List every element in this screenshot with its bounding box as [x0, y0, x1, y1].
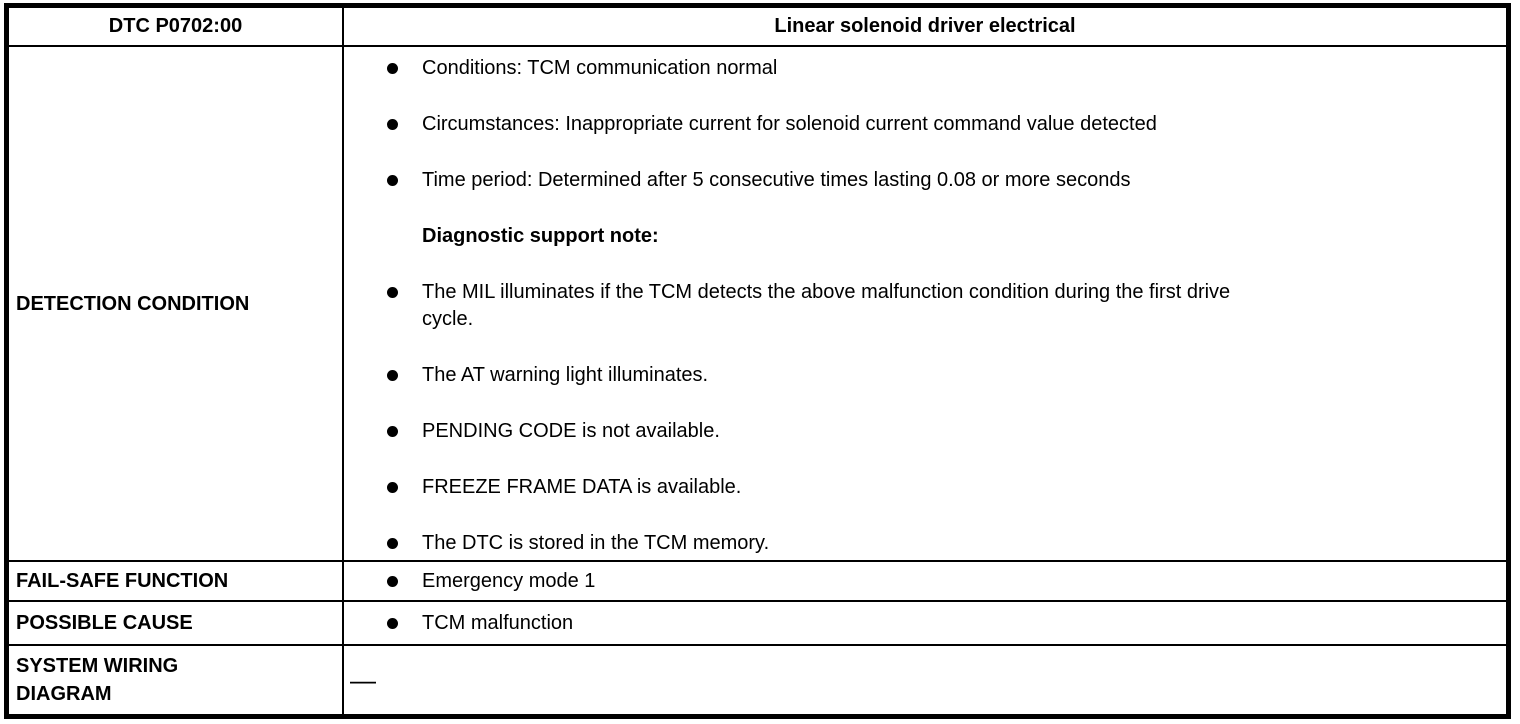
bullet-icon	[387, 426, 398, 437]
fail-safe-label: FAIL-SAFE FUNCTION	[9, 562, 344, 600]
list-item: The AT warning light illuminates.	[387, 362, 1490, 389]
list-item: Conditions: TCM communication normal	[387, 55, 1490, 82]
bullet-icon	[387, 63, 398, 74]
row-detection-condition: DETECTION CONDITION Conditions: TCM comm…	[9, 45, 1506, 560]
list-item: The DTC is stored in the TCM memory.	[387, 530, 1490, 557]
possible-cause-label: POSSIBLE CAUSE	[9, 602, 344, 644]
bullet-icon	[387, 538, 398, 549]
diagnostic-support-note: Diagnostic support note:	[387, 223, 1490, 250]
detection-condition-content: Conditions: TCM communication normal Cir…	[344, 47, 1506, 560]
list-item-text: Time period: Determined after 5 consecut…	[422, 169, 1131, 191]
list-item-text: PENDING CODE is not available.	[422, 420, 720, 442]
list-item-text: The AT warning light illuminates.	[422, 364, 709, 386]
list-item: TCM malfunction	[387, 610, 573, 637]
list-item-text: Circumstances: Inappropriate current for…	[422, 113, 1157, 135]
system-wiring-diagram-label: SYSTEM WIRING DIAGRAM	[9, 646, 344, 714]
list-item-text: Conditions: TCM communication normal	[422, 57, 778, 79]
list-item-text: TCM malfunction	[422, 611, 574, 634]
bullet-icon	[387, 119, 398, 130]
bullet-icon	[387, 617, 398, 629]
row-fail-safe-function: FAIL-SAFE FUNCTION Emergency mode 1	[9, 560, 1506, 600]
list-item-text: The DTC is stored in the TCM memory.	[422, 532, 770, 554]
list-item: PENDING CODE is not available.	[387, 418, 1490, 445]
fail-safe-content: Emergency mode 1	[344, 562, 1506, 600]
dtc-title-cell: Linear solenoid driver electrical	[344, 8, 1506, 45]
detection-condition-label: DETECTION CONDITION	[9, 47, 344, 560]
dtc-header-row: DTC P0702:00 Linear solenoid driver elec…	[9, 8, 1506, 45]
em-dash-value: —	[350, 665, 376, 695]
bullet-icon	[387, 175, 398, 186]
bullet-icon	[387, 482, 398, 493]
list-item: Time period: Determined after 5 consecut…	[387, 167, 1490, 194]
possible-cause-content: TCM malfunction	[344, 602, 1506, 644]
list-item: Emergency mode 1	[387, 568, 595, 595]
list-item-text: The MIL illuminates if the TCM detects t…	[422, 281, 1231, 330]
bullet-icon	[387, 575, 398, 587]
list-item: The MIL illuminates if the TCM detects t…	[387, 279, 1490, 333]
row-possible-cause: POSSIBLE CAUSE TCM malfunction	[9, 600, 1506, 644]
system-wiring-diagram-content: —	[344, 646, 1506, 714]
bullet-icon	[387, 370, 398, 381]
list-item: Circumstances: Inappropriate current for…	[387, 111, 1490, 138]
list-item-text: Emergency mode 1	[422, 569, 596, 592]
dtc-code: DTC P0702:00	[108, 15, 243, 37]
dtc-code-cell: DTC P0702:00	[9, 8, 344, 45]
note-text: Diagnostic support note:	[422, 225, 659, 247]
dtc-table: DTC P0702:00 Linear solenoid driver elec…	[4, 3, 1511, 719]
list-item: FREEZE FRAME DATA is available.	[387, 474, 1490, 501]
row-system-wiring-diagram: SYSTEM WIRING DIAGRAM —	[9, 644, 1506, 714]
dtc-title: Linear solenoid driver electrical	[774, 15, 1076, 37]
bullet-icon	[387, 287, 398, 298]
list-item-text: FREEZE FRAME DATA is available.	[422, 476, 742, 498]
